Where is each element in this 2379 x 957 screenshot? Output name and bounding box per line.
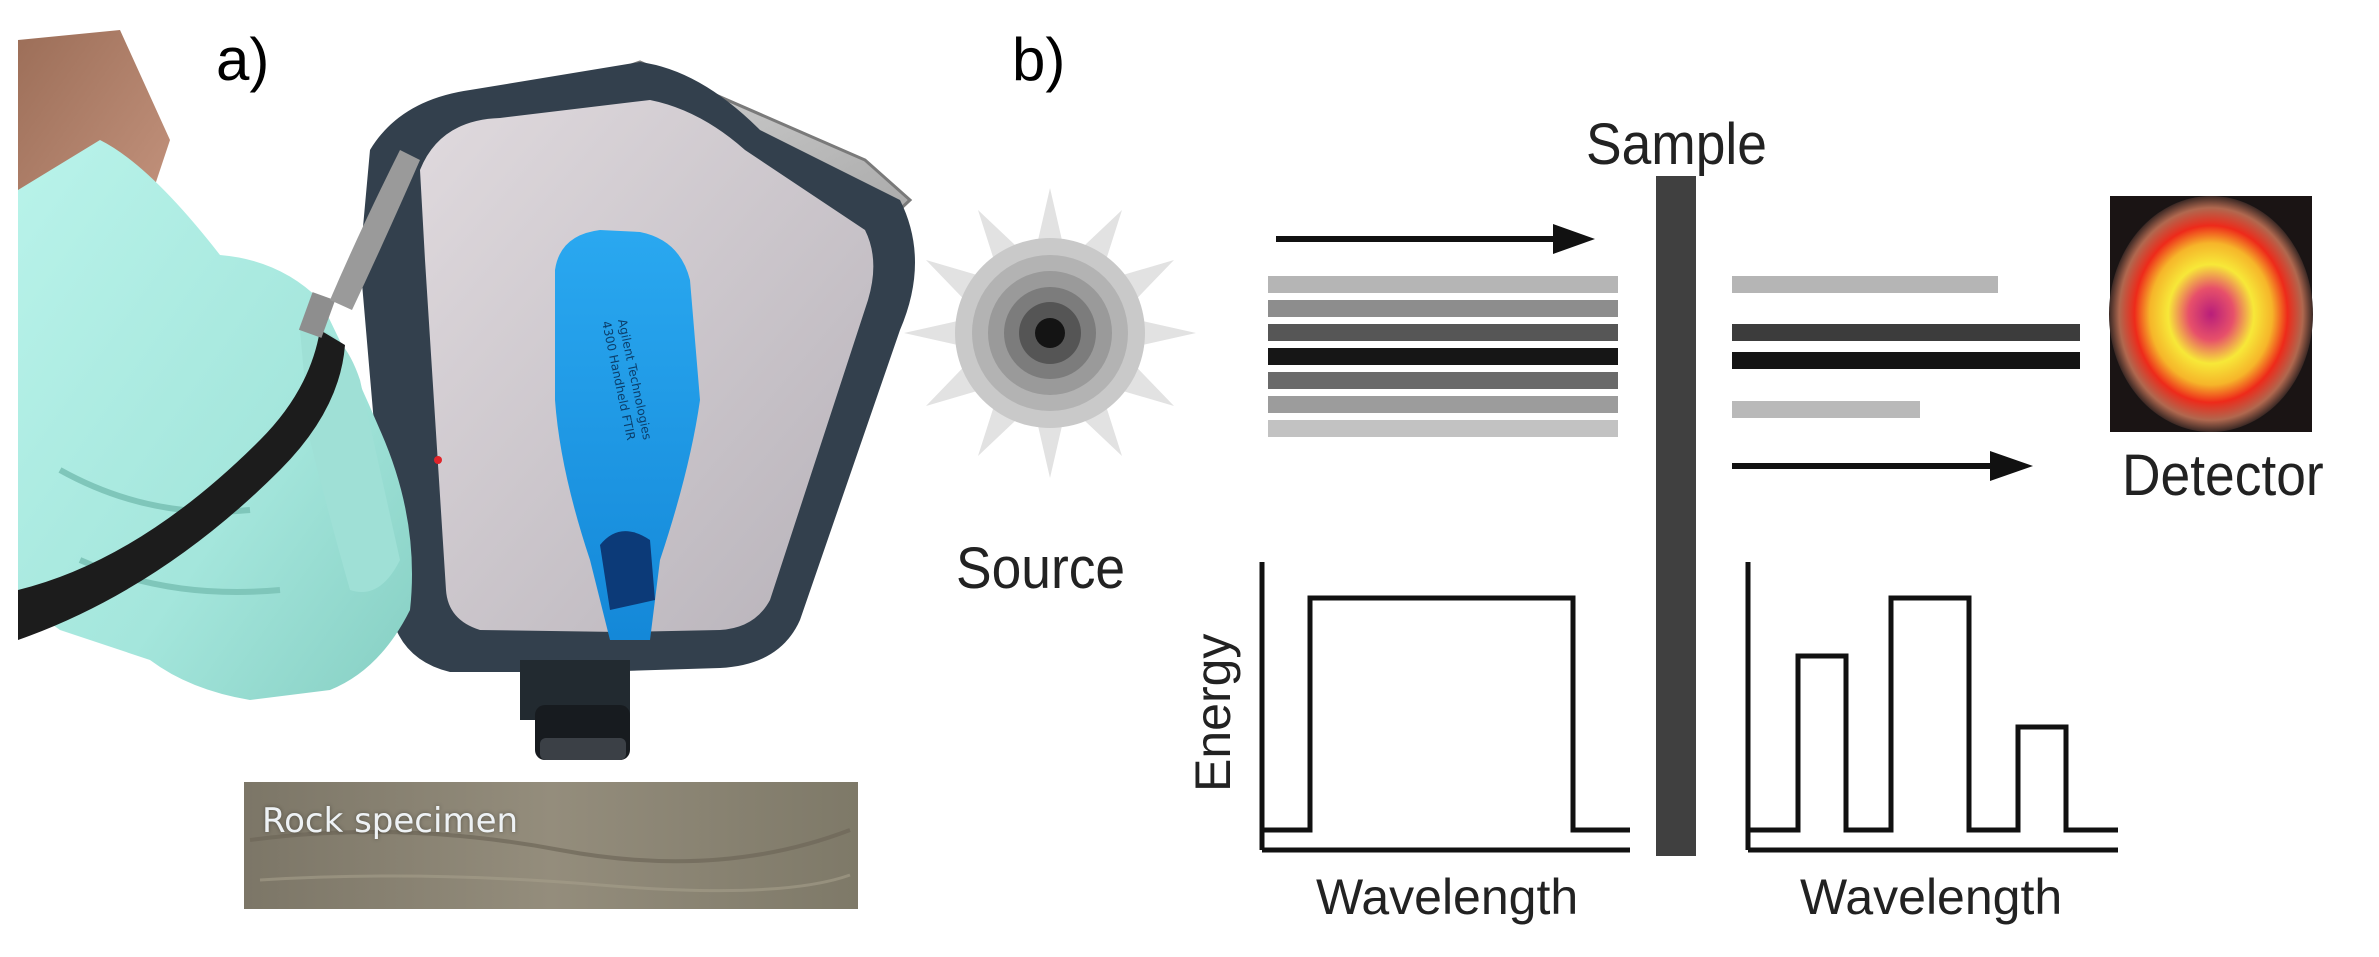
right-plot-x-label: Wavelength [1800,869,2063,925]
sample-label: Sample [1586,112,1767,177]
left-plot-x-label: Wavelength [1316,869,1579,925]
incident-arrow [1276,224,1595,254]
handheld-analyzer-photo: Agilent Technologies 4300 Handheld FTIR [18,30,915,909]
left-plot-y-label: Energy [1185,633,1241,792]
rock-specimen-label: Rock specimen [262,801,519,841]
detector-icon [2109,196,2313,432]
detector-label: Detector [2122,443,2324,508]
transmitted-spectrum-plot [1745,562,2118,853]
incident-beams [1268,276,1618,437]
panel-a-label: a) [216,26,270,93]
panel-b-label: b) [1012,26,1066,93]
source-label: Source [956,536,1126,601]
source-icon [904,188,1196,478]
transmitted-arrow [1732,451,2033,481]
transmitted-beams [1732,276,2080,418]
source-spectrum-plot [1259,562,1630,853]
sample-plate [1656,176,1696,856]
